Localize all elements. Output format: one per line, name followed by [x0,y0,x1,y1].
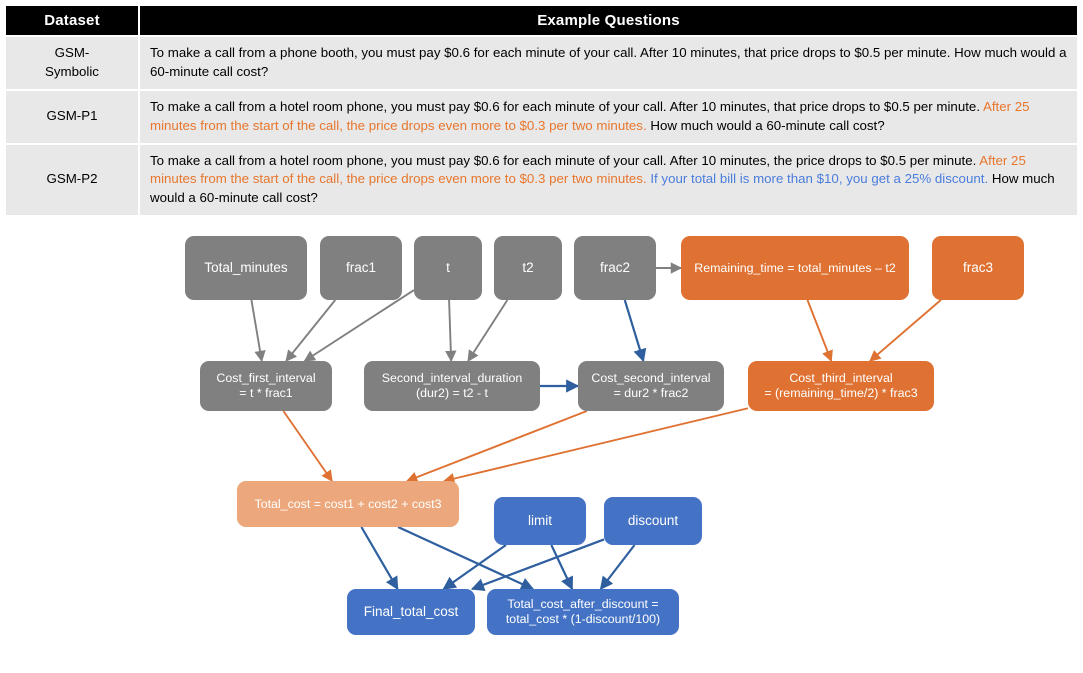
table-row: GSM-P1 To make a call from a hotel room p… [4,88,1079,145]
dataset-name-cell: GSM- Symbolic [4,35,140,91]
diagram-edge-t-to-cost_first [303,289,415,362]
diagram-node-second_dur[interactable]: Second_interval_duration (dur2) = t2 - t [364,361,540,412]
diagram-node-remaining_time[interactable]: Remaining_time = total_minutes – t2 [681,236,909,301]
diagram-edge-limit-to-after_discount [550,544,574,591]
diagram-node-frac3[interactable]: frac3 [932,236,1024,301]
diagram-edge-cost_third-to-total_cost [442,407,749,485]
question-segment-black: To make a call from a phone booth, you m… [150,45,1067,79]
diagram-edge-total_cost-to-final_total [360,526,399,591]
diagram-edge-discount-to-final_total [470,538,605,592]
example-question-cell: To make a call from a phone booth, you m… [138,35,1079,91]
question-segment-orange: After 25 minutes from the start of the c… [150,152,1026,187]
diagram-node-final_total[interactable]: Final_total_cost [347,589,475,636]
diagram-edge-frac1-to-cost_first [285,299,336,363]
diagram-node-t[interactable]: t [414,236,482,301]
dataset-name-cell: GSM-P1 [4,88,140,145]
diagram-node-total_minutes[interactable]: Total_minutes [185,236,307,301]
diagram-edge-remaining_time-to-cost_third [806,299,833,363]
question-segment-orange: After 25 minutes from the start of the c… [150,98,1030,133]
diagram-node-discount[interactable]: discount [604,497,702,546]
diagram-edge-total_minutes-to-cost_first [250,299,266,363]
diagram-edge-frac3-to-cost_third [869,299,942,362]
column-header-example-questions: Example Questions [138,4,1079,37]
diagram-node-t2[interactable]: t2 [494,236,562,301]
question-segment-black: How much would a 60-minute call cost? [150,171,1055,206]
question-segment-blue: If your total bill is more than $10, you… [646,171,989,187]
dataset-name-cell: GSM-P2 [4,142,140,218]
diagram-node-total_cost[interactable]: Total_cost = cost1 + cost2 + cost3 [237,481,459,528]
table-header-row: Dataset Example Questions [4,4,1079,37]
question-segment-black: How much would a 60-minute call cost? [646,117,885,133]
diagram-edge-cost_first-to-total_cost [282,410,333,483]
diagram-edge-limit-to-final_total [442,544,507,591]
table-row: GSM-P2 To make a call from a hotel room p… [4,142,1079,218]
example-question-cell: To make a call from a hotel room phone, … [138,142,1079,218]
diagram-edge-t-to-second_dur [445,300,457,363]
diagram-edge-discount-to-after_discount [599,544,636,591]
diagram-edge-t2-to-second_dur [467,299,509,363]
diagram-node-cost_first[interactable]: Cost_first_interval = t * frac1 [200,361,332,412]
diagram-edge-frac2-to-cost_second [623,299,647,363]
question-segment-black: To make a call from a hotel room phone, … [150,152,980,168]
table-body: GSM- Symbolic To make a call from a phone… [4,35,1079,218]
column-header-dataset: Dataset [4,4,140,37]
diagram-node-frac1[interactable]: frac1 [320,236,402,301]
diagram-node-after_discount[interactable]: Total_cost_after_discount = total_cost *… [487,589,679,636]
diagram-node-limit[interactable]: limit [494,497,586,546]
diagram-node-frac2[interactable]: frac2 [574,236,656,301]
table-row: GSM- Symbolic To make a call from a phone… [4,35,1079,91]
diagram-edge-cost_second-to-total_cost [405,410,588,483]
diagram-node-cost_second[interactable]: Cost_second_interval = dur2 * frac2 [578,361,724,412]
diagram-node-cost_third[interactable]: Cost_third_interval = (remaining_time/2)… [748,361,934,412]
question-segment-black: To make a call from a hotel room phone, … [150,98,983,114]
example-question-cell: To make a call from a hotel room phone, … [138,88,1079,145]
